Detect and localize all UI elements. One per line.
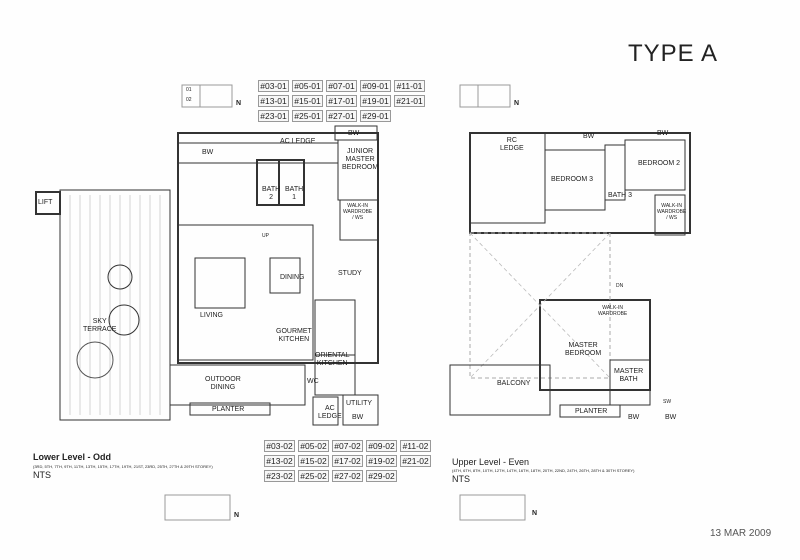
unit-number: #13-02 (264, 455, 295, 467)
stair-up-label: UP (262, 233, 269, 239)
unit-numbers-01: #03-01 #05-01 #07-01 #09-01 #11-01 #13-0… (258, 80, 425, 122)
room-sky-terrace: SKY TERRACE (83, 318, 117, 333)
room-study: STUDY (338, 270, 362, 277)
north-arrow-icon: N (236, 100, 242, 107)
upper-level-plan (449, 132, 691, 418)
lower-level-scale: NTS (33, 470, 51, 480)
north-arrow-icon: N (532, 510, 538, 517)
walk-in-wardrobe: WALK-IN WARDROBE / WS (657, 203, 687, 221)
jacuzzi (108, 304, 140, 336)
tree (76, 341, 114, 379)
lower-level-storeys: (3RD, 5TH, 7TH, 9TH, 11TH, 13TH, 15TH, 1… (33, 464, 213, 469)
north-arrow-icon: N (234, 512, 240, 519)
walk-in-wardrobe: WALK-IN WARDROBE (598, 305, 628, 317)
sofa-set (194, 257, 246, 309)
outdoor-table (107, 264, 133, 290)
room-bw: BW (348, 130, 360, 137)
planter: PLANTER (575, 408, 608, 415)
unit-number: #09-02 (366, 440, 397, 452)
lower-level-plan (35, 125, 379, 426)
room-bedroom-3: BEDROOM 3 (551, 176, 594, 183)
room-bw: BW (665, 414, 677, 421)
room-sw: SW (663, 399, 672, 405)
stair-down-label: DN (616, 283, 624, 289)
unit-number: #19-01 (360, 95, 391, 107)
unit-type-title: TYPE A (628, 40, 719, 67)
unit-number: #25-01 (292, 110, 323, 122)
unit-number: #05-02 (298, 440, 329, 452)
room-rc-ledge: RC LEDGE (500, 137, 524, 152)
sky-terrace-decking (69, 195, 161, 415)
unit-number: #13-01 (258, 95, 289, 107)
unit-number: #23-02 (264, 470, 295, 482)
key-plan-top-left (181, 84, 233, 108)
key-plan-bottom-left (164, 494, 231, 521)
unit-number: #07-01 (326, 80, 357, 92)
lower-level-title: Lower Level - Odd (33, 452, 112, 462)
room-oriental-kitchen: ORIENTAL KITCHEN (315, 352, 350, 367)
room-bw: BW (628, 414, 640, 421)
unit-number: #11-02 (400, 440, 431, 452)
room-bw: BW (202, 149, 214, 156)
unit-number: #21-01 (394, 95, 425, 107)
room-outdoor-dining: OUTDOOR DINING (205, 376, 241, 391)
unit-number: #17-01 (326, 95, 357, 107)
unit-number: #15-02 (298, 455, 329, 467)
unit-numbers-02: #03-02 #05-02 #07-02 #09-02 #11-02 #13-0… (264, 440, 431, 482)
unit-number: #27-01 (326, 110, 357, 122)
unit-number: #21-02 (400, 455, 431, 467)
walk-in-wardrobe: WALK-IN WARDROBE / WS (343, 203, 373, 221)
upper-level-title: Upper Level - Even (452, 457, 530, 467)
dining-table (269, 257, 301, 294)
unit-number: #29-01 (360, 110, 391, 122)
room-master-bedroom: MASTER BEDROOM (565, 342, 602, 357)
keyplan-unit-02: 02 (186, 97, 192, 103)
unit-number: #25-02 (298, 470, 329, 482)
unit-number: #27-02 (332, 470, 363, 482)
key-plan-top-right (459, 84, 511, 108)
room-ac-ledge: AC LEDGE (318, 405, 342, 420)
key-plan-bottom-right (459, 494, 526, 521)
north-arrow-icon: N (514, 100, 520, 107)
room-bath-2: BATH 2 (262, 186, 281, 201)
room-junior-master-bedroom: JUNIOR MASTER BEDROOM (342, 148, 379, 171)
unit-number: #07-02 (332, 440, 363, 452)
unit-number: #19-02 (366, 455, 397, 467)
unit-number: #23-01 (258, 110, 289, 122)
keyplan-unit-01: 01 (186, 87, 192, 93)
room-wc: WC (307, 378, 319, 385)
upper-level-storeys: (4TH, 6TH, 8TH, 10TH, 12TH, 14TH, 16TH, … (452, 468, 635, 473)
room-bw: BW (583, 133, 595, 140)
room-master-bath: MASTER BATH (614, 368, 644, 383)
room-bath-1: BATH 1 (285, 186, 304, 201)
lift: LIFT (38, 199, 53, 206)
unit-number: #05-01 (292, 80, 323, 92)
room-utility: UTILITY (346, 400, 373, 407)
unit-number: #15-01 (292, 95, 323, 107)
room-bath-3: BATH 3 (608, 192, 632, 199)
unit-number: #03-02 (264, 440, 295, 452)
room-bw: BW (352, 414, 364, 421)
unit-number: #03-01 (258, 80, 289, 92)
room-dining: DINING (280, 274, 305, 281)
planter: PLANTER (212, 406, 245, 413)
room-living: LIVING (200, 312, 223, 319)
room-ac-ledge: AC LEDGE (280, 138, 316, 145)
unit-number: #29-02 (366, 470, 397, 482)
room-gourmet-kitchen: GOURMET KITCHEN (276, 328, 312, 343)
unit-number: #17-02 (332, 455, 363, 467)
date-stamp: 13 MAR 2009 (710, 528, 772, 539)
unit-number: #09-01 (360, 80, 391, 92)
room-bw: BW (657, 130, 669, 137)
room-balcony: BALCONY (497, 380, 531, 387)
room-bedroom-2: BEDROOM 2 (638, 160, 681, 167)
unit-number: #11-01 (394, 80, 425, 92)
upper-level-scale: NTS (452, 474, 470, 484)
